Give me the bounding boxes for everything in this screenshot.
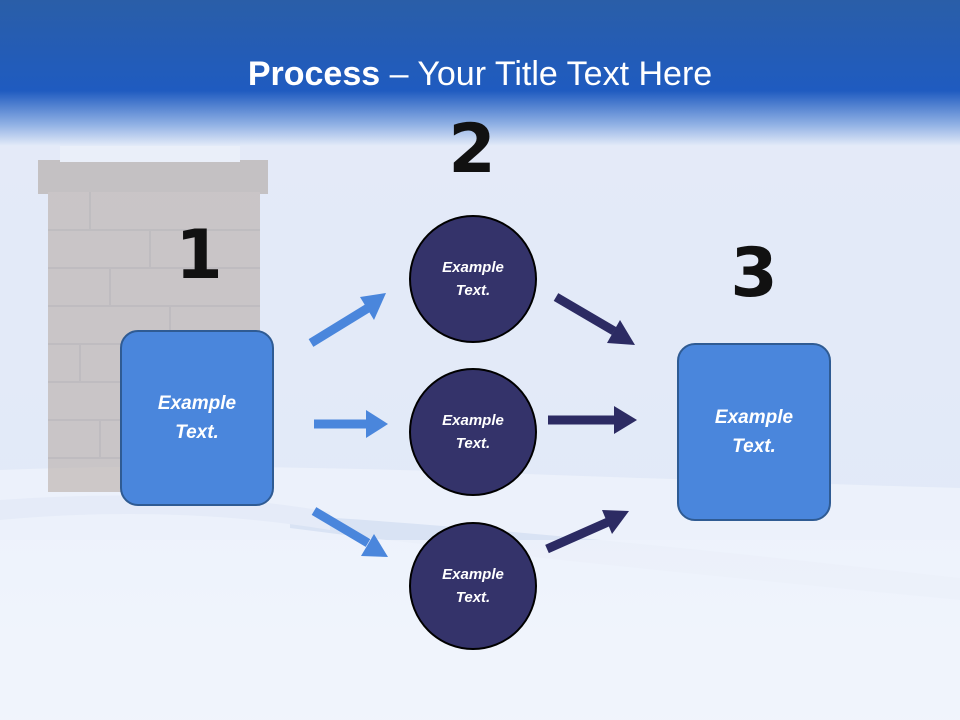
arrow-from-top-circle — [553, 293, 635, 345]
step-number-1: 1 — [175, 216, 223, 295]
step3-box-label: Example Text. — [714, 407, 794, 457]
circle-middle-label: Example Text. — [442, 412, 504, 452]
circle-bottom-label: Example Text. — [442, 566, 504, 606]
arrow-from-bottom-circle — [545, 510, 629, 554]
step-number-3: 3 — [730, 234, 778, 313]
step2-circle-bottom: Example Text. — [409, 522, 537, 650]
arrow-to-top-circle — [308, 293, 386, 347]
title-bold: Process — [247, 55, 381, 93]
step2-circle-middle: Example Text. — [409, 368, 537, 496]
step1-box: Example Text. — [120, 330, 274, 506]
step3-box: Example Text. — [677, 343, 831, 521]
arrow-to-bottom-circle — [311, 507, 388, 557]
step2-circle-top: Example Text. — [409, 215, 537, 343]
arrow-from-middle-circle — [548, 406, 637, 434]
step1-box-label: Example Text. — [157, 393, 237, 443]
slide-title: Process – Your Title Text Here — [0, 52, 960, 96]
title-rest: – Your Title Text Here — [380, 55, 713, 93]
circle-top-label: Example Text. — [442, 259, 504, 299]
step-number-2: 2 — [448, 110, 496, 189]
arrow-to-middle-circle — [314, 410, 388, 438]
